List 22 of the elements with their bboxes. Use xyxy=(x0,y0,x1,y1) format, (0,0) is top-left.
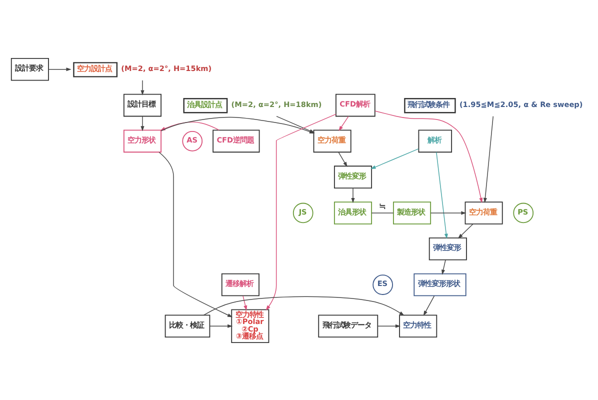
arrow xyxy=(370,148,419,169)
connector xyxy=(371,212,394,213)
arrow xyxy=(158,151,233,317)
arrow xyxy=(377,324,401,328)
arrow xyxy=(442,259,446,274)
arrow xyxy=(48,67,72,71)
arrow xyxy=(338,151,348,167)
arrow xyxy=(338,115,349,131)
arrow xyxy=(140,80,144,95)
arrow xyxy=(458,223,474,238)
arrow xyxy=(140,115,144,131)
arrow xyxy=(266,113,336,310)
arrow xyxy=(374,110,483,203)
arrow xyxy=(423,295,435,316)
arrow xyxy=(436,151,448,238)
arrow xyxy=(483,115,494,203)
arrow xyxy=(203,296,404,316)
arrow xyxy=(351,187,355,203)
edge-label: ≒ xyxy=(378,201,386,212)
arrow xyxy=(209,324,233,328)
arrow xyxy=(242,295,248,310)
arrow xyxy=(430,210,466,214)
